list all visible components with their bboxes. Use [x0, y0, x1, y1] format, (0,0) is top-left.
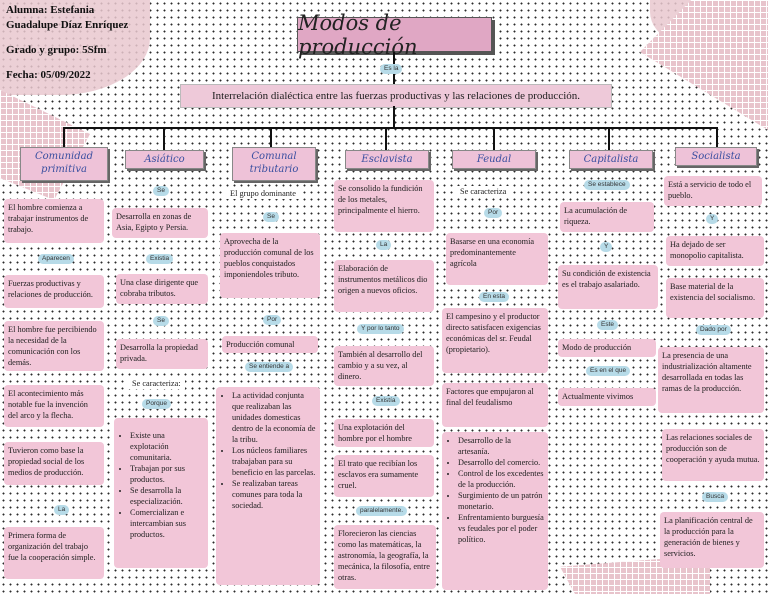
- c1-box-3: El hombre fue percibiendo la necesidad d…: [4, 321, 104, 371]
- c6-box-4: Actualmente vivimos: [558, 388, 656, 406]
- c2-item-2: Trabajan por sus productos.: [130, 463, 204, 485]
- c2-item-3: Se desarrolla la especialización.: [130, 485, 204, 507]
- connector-c3: [270, 127, 272, 147]
- c2-box-3: Desarrolla la propiedad privada.: [116, 339, 208, 369]
- c6-box-2: Su condición de existencia es el trabajo…: [558, 265, 658, 309]
- c6-label-es-en-el-que: Es en el que: [586, 366, 631, 376]
- decorative-grid-left: [0, 90, 90, 200]
- c4-box-3: También al desarrollo del cambio y a su …: [334, 346, 434, 386]
- c7-box-4: La presencia de una industrialización al…: [658, 347, 764, 413]
- c2-label-existia: Existia: [146, 254, 174, 264]
- c1-label-aparecen: Aparecen: [38, 254, 74, 264]
- c3-box-2: Aprovecha de la producción comunal de lo…: [220, 233, 320, 298]
- category-esclavista: Esclavista: [345, 150, 429, 169]
- category-feudal: Feudal: [452, 150, 536, 169]
- c7-box-2: Ha dejado de ser monopolio capitalista.: [666, 236, 764, 266]
- student-name: Alumna: Estefania: [6, 4, 95, 16]
- c2-item-4: Comercializan e intercambian sus product…: [130, 507, 204, 540]
- c3-box-3: Producción comunal: [222, 336, 318, 353]
- c5-box-3: El campesino y el productor directo sati…: [442, 308, 548, 373]
- c7-box-1: Está a servicio de todo el pueblo.: [664, 176, 762, 206]
- category-capitalista: Capitalista: [569, 150, 653, 169]
- connector-c4: [385, 127, 387, 150]
- page-title: Modos de producción: [297, 11, 492, 59]
- connector-c2: [163, 127, 165, 150]
- main-definition: Interrelación dialéctica entre las fuerz…: [180, 84, 612, 108]
- c7-box-3: Base material de la existencia del socia…: [666, 278, 764, 318]
- c6-box-1: La acumulación de riqueza.: [560, 202, 654, 232]
- c3-label-se: Se: [263, 212, 279, 222]
- c7-label-busca: Busca: [702, 492, 729, 502]
- c4-box-5: El trato que recibían los esclavos era s…: [334, 455, 434, 497]
- c7-box-5: Las relaciones sociales de producción so…: [662, 429, 764, 481]
- c1-box-4: El acontecimiento más notable fue la inv…: [4, 385, 104, 427]
- c2-label-se: Se: [153, 186, 169, 196]
- c6-box-3: Modo de producción: [558, 339, 656, 357]
- c2-label-porque: Porque: [142, 399, 171, 409]
- c5-item-5: Enfrentamiento burguesía vs feudales por…: [458, 512, 544, 545]
- c5-se-caracteriza: Se caracteriza: [456, 186, 511, 197]
- c3-label-por: Por: [263, 315, 282, 325]
- c5-label-por: Por: [484, 208, 503, 218]
- c5-item-1: Desarrollo de la artesanía.: [458, 435, 544, 457]
- c4-box-4: Una explotación del hombre por el hombre: [334, 419, 434, 447]
- connector-main-down: [393, 106, 395, 128]
- c4-label-y-por-lo-tanto: Y por lo tanto: [357, 324, 404, 334]
- c3-list-box: La actividad conjunta que realizaban las…: [216, 387, 320, 585]
- c4-label-paralelamente: paralelamente.: [356, 506, 407, 516]
- decorative-grid-bottom: [560, 555, 710, 594]
- connector-c5: [493, 127, 495, 150]
- label-es-la: Es la: [380, 64, 403, 74]
- connector-c1: [63, 127, 65, 147]
- c6-label-y: Y: [600, 242, 613, 252]
- c1-label-la: La: [54, 505, 70, 515]
- c2-list-box: Existe una explotación comunitaria. Trab…: [114, 418, 208, 568]
- c4-box-6: Florecieron las ciencias como las matemá…: [334, 525, 436, 589]
- c2-item-1: Existe una explotación comunitaria.: [130, 430, 204, 463]
- c4-label-existia: Existía: [372, 396, 400, 406]
- c4-label-la: La: [376, 240, 392, 250]
- c3-item-1: La actividad conjunta que realizaban las…: [232, 390, 316, 445]
- c1-box-1: El hombre comienza a trabajar instrument…: [4, 199, 104, 243]
- c5-label-en-esta: En esta: [479, 292, 510, 302]
- c5-box-4: Factores que empujaron al final del feud…: [442, 383, 548, 427]
- c7-label-dado-por: Dado por: [696, 325, 731, 335]
- c1-box-2: Fuerzas productivas y relaciones de prod…: [4, 275, 104, 308]
- c7-box-6: La planificación central de la producció…: [660, 512, 764, 568]
- c5-item-4: Surgimiento de un patrón monetario.: [458, 490, 544, 512]
- grade-group: Grado y grupo: 5Sfm: [6, 44, 107, 56]
- c7-label-y: Y: [706, 214, 719, 224]
- c3-grupo-dominante: El grupo dominante: [226, 188, 300, 199]
- connector-c7: [716, 127, 718, 147]
- category-comunidad-primitiva: Comunidad primitiva: [20, 147, 108, 181]
- c6-label-se-establece: Se establece: [584, 180, 630, 190]
- category-socialista: Socialista: [675, 147, 757, 166]
- c2-box-1: Desarrolla en zonas de Asia, Egipto y Pe…: [112, 208, 208, 238]
- c5-list-box: Desarrollo de la artesanía. Desarrollo d…: [442, 432, 548, 590]
- date: Fecha: 05/09/2022: [6, 69, 91, 81]
- c2-label-se-2: Se: [153, 316, 169, 326]
- c1-box-6: Primera forma de organización del trabaj…: [4, 527, 104, 579]
- c3-item-3: Se realizaban tareas comunes para toda l…: [232, 478, 316, 511]
- c5-item-3: Control de los excedentes de la producci…: [458, 468, 544, 490]
- c5-box-2: Basarse en una economía predominantement…: [446, 233, 548, 285]
- connector-c6: [608, 127, 610, 150]
- c2-box-2: Una clase dirigente que cobraba tributos…: [116, 274, 208, 304]
- c1-box-5: Tuvieron como base la propiedad social d…: [4, 442, 104, 485]
- c3-label-se-entiende: Se entiende a: [245, 362, 294, 372]
- c5-item-2: Desarrollo del comercio.: [458, 457, 544, 468]
- c4-box-2: Elaboración de instrumentos metálicos di…: [334, 260, 434, 312]
- c4-box-1: Se consolido la fundición de los metales…: [334, 180, 434, 232]
- c2-se-caracteriza: Se caracteriza:: [128, 378, 185, 389]
- category-asiatico: Asiático: [125, 150, 204, 169]
- c6-label-este: Este: [597, 320, 619, 330]
- connector-horizontal: [63, 127, 716, 129]
- category-comunal-tributario: Comunal tributario: [232, 147, 316, 181]
- c3-item-2: Los núcleos familiares trabajaban para s…: [232, 445, 316, 478]
- student-surname: Guadalupe Díaz Enríquez: [6, 19, 129, 31]
